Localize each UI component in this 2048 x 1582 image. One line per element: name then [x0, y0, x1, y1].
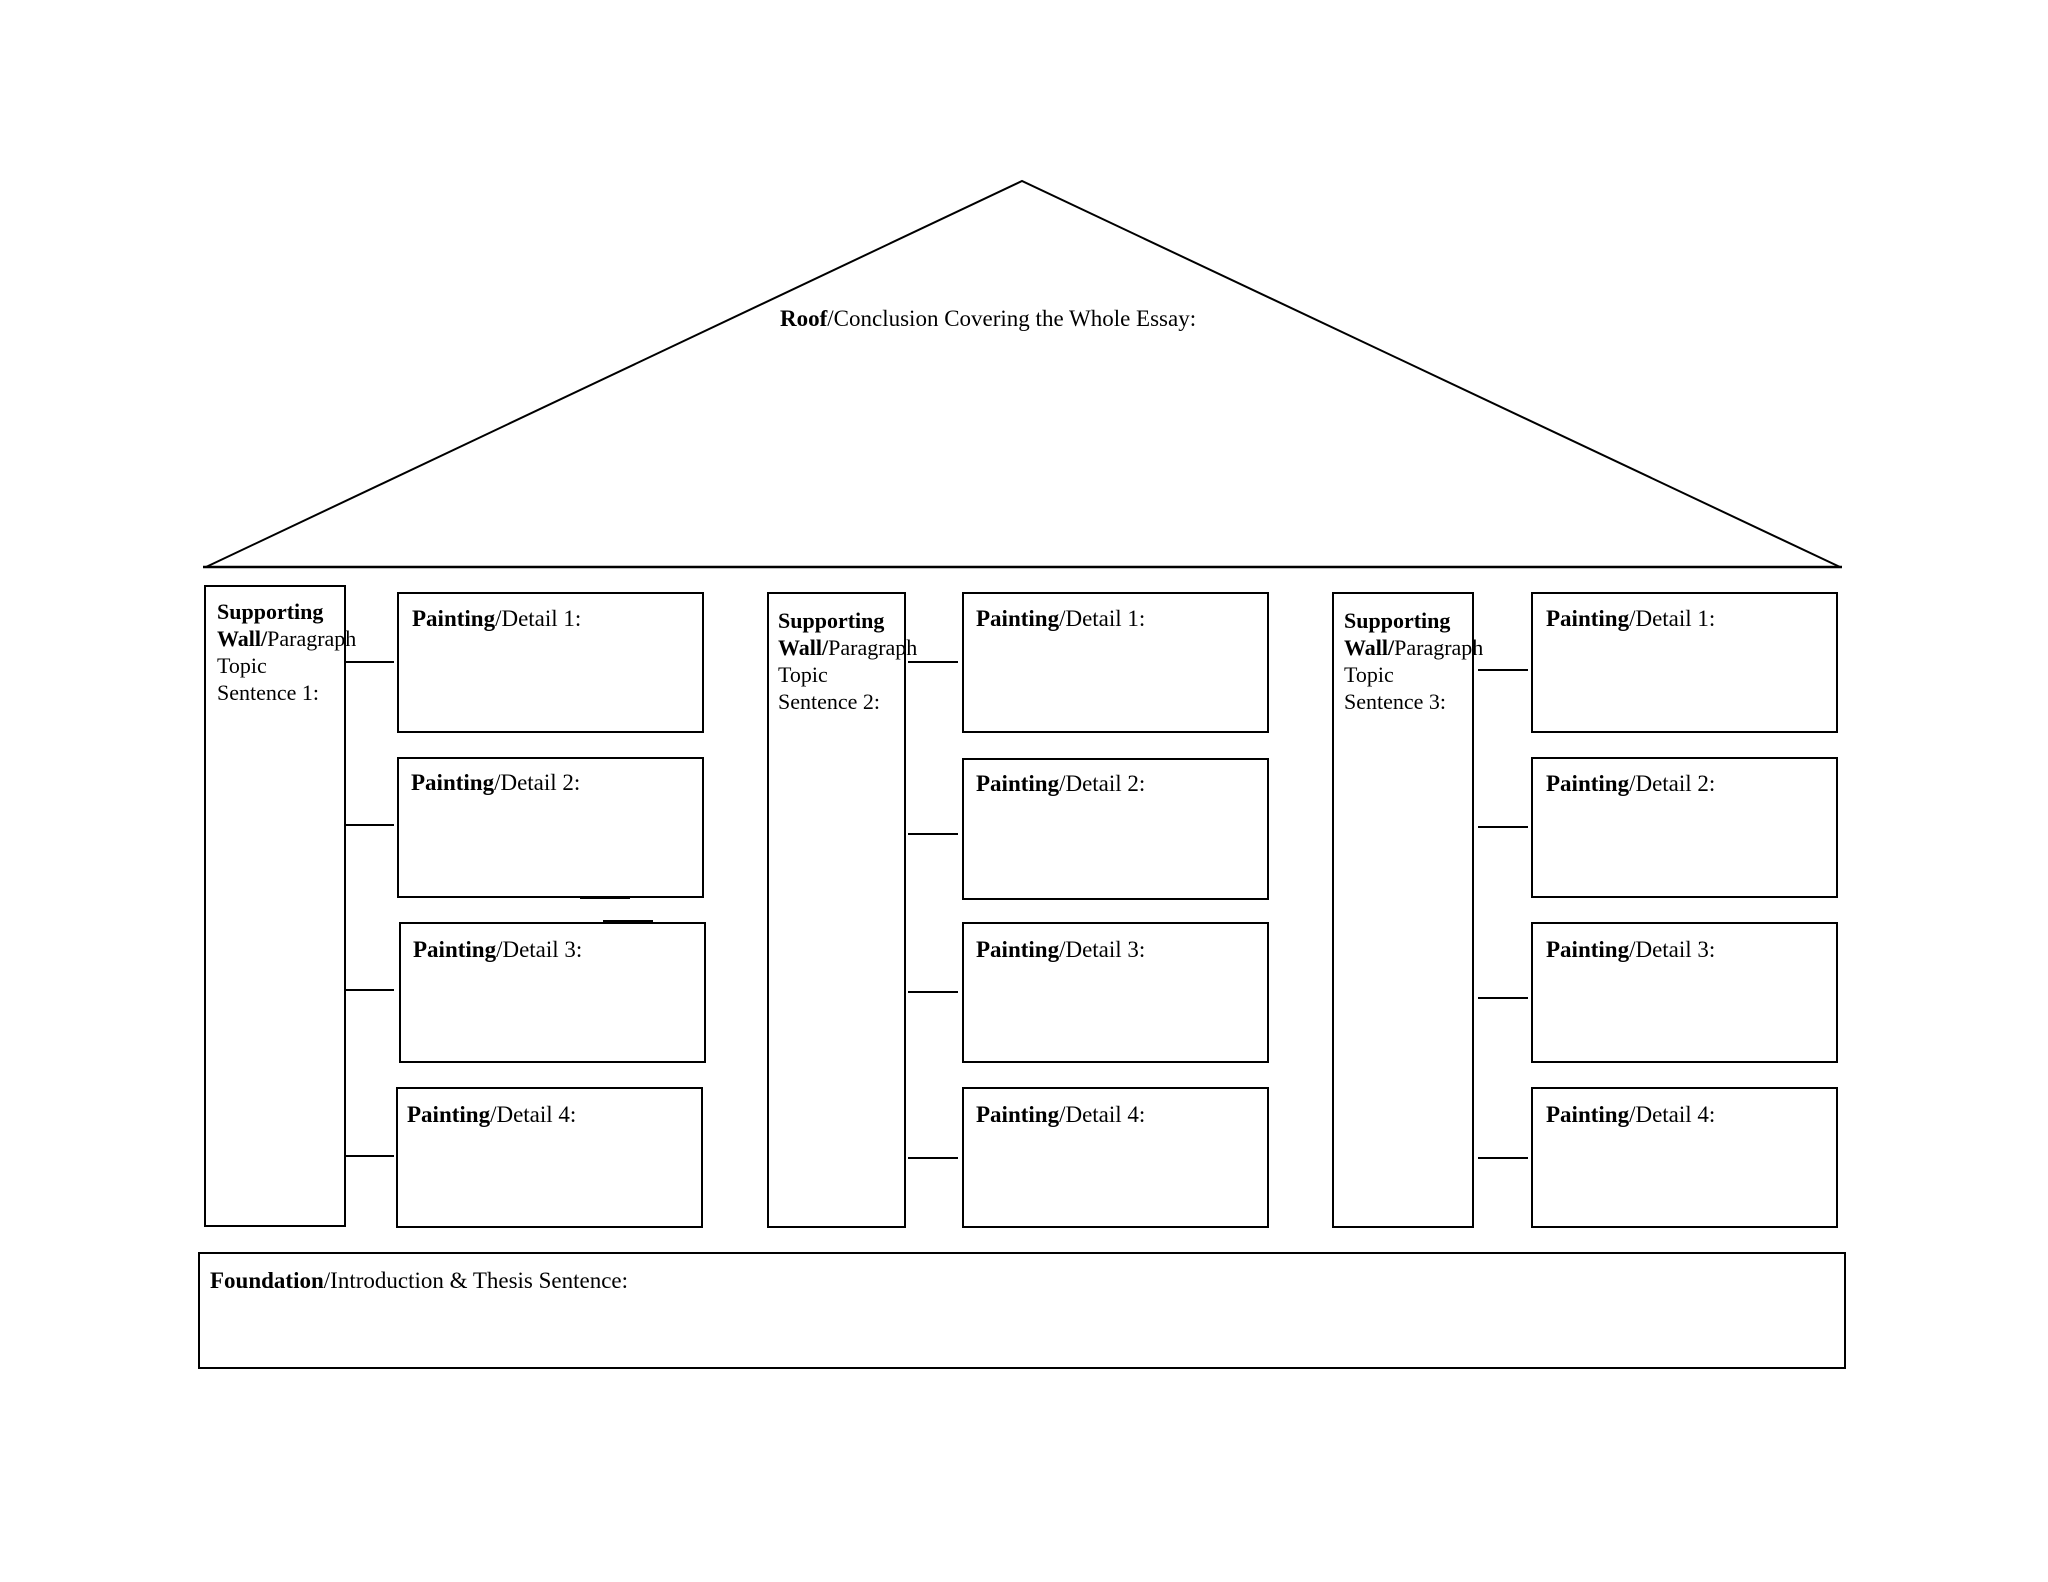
connector-line — [346, 989, 394, 991]
detail-label: Painting/Detail 2: — [976, 771, 1146, 796]
detail-box-3-1[interactable] — [1531, 592, 1838, 733]
wall-2-label: Supporting Wall/Paragraph Topic Sentence… — [778, 608, 918, 714]
roof-label: Roof/Conclusion Covering the Whole Essay… — [780, 306, 1197, 331]
detail-label: Painting/Detail 3: — [1546, 937, 1716, 962]
detail-box-1-3[interactable] — [399, 922, 706, 1063]
detail-box-1-4[interactable] — [396, 1087, 703, 1228]
detail-label: Painting/Detail 4: — [976, 1102, 1146, 1127]
stray-line — [603, 920, 653, 922]
detail-box-1-1[interactable] — [397, 592, 704, 733]
connector-line — [1478, 669, 1528, 671]
supporting-wall-3[interactable] — [1332, 592, 1474, 1228]
connector-line — [908, 991, 958, 993]
foundation-box[interactable] — [198, 1252, 1846, 1369]
detail-box-3-2[interactable] — [1531, 757, 1838, 898]
connector-line — [1478, 997, 1528, 999]
supporting-wall-1[interactable] — [204, 585, 346, 1227]
detail-label: Painting/Detail 1: — [1546, 606, 1716, 631]
detail-box-2-3[interactable] — [962, 922, 1269, 1063]
connector-line — [1478, 1157, 1528, 1159]
connector-line — [346, 824, 394, 826]
connector-line — [908, 833, 958, 835]
wall-1-label: Supporting Wall/Paragraph Topic Sentence… — [217, 599, 357, 705]
detail-label: Painting/Detail 1: — [412, 606, 582, 631]
connector-line — [346, 661, 394, 663]
foundation-label: Foundation/Introduction & Thesis Sentenc… — [210, 1268, 629, 1293]
wall-3-label: Supporting Wall/Paragraph Topic Sentence… — [1344, 608, 1484, 714]
connector-line — [908, 1157, 958, 1159]
detail-box-3-4[interactable] — [1531, 1087, 1838, 1228]
detail-label: Painting/Detail 4: — [407, 1102, 577, 1127]
detail-label: Painting/Detail 2: — [411, 770, 581, 795]
connector-line — [1478, 826, 1528, 828]
detail-box-2-2[interactable] — [962, 758, 1269, 900]
detail-box-3-3[interactable] — [1531, 922, 1838, 1063]
detail-label: Painting/Detail 3: — [413, 937, 583, 962]
connector-line — [346, 1155, 394, 1157]
detail-box-2-1[interactable] — [962, 592, 1269, 733]
detail-label: Painting/Detail 4: — [1546, 1102, 1716, 1127]
supporting-wall-2[interactable] — [767, 592, 906, 1228]
detail-label: Painting/Detail 1: — [976, 606, 1146, 631]
detail-box-2-4[interactable] — [962, 1087, 1269, 1228]
detail-label: Painting/Detail 3: — [976, 937, 1146, 962]
detail-label: Painting/Detail 2: — [1546, 771, 1716, 796]
connector-line — [908, 661, 958, 663]
stray-line — [580, 897, 630, 899]
detail-box-1-2[interactable] — [397, 757, 704, 898]
